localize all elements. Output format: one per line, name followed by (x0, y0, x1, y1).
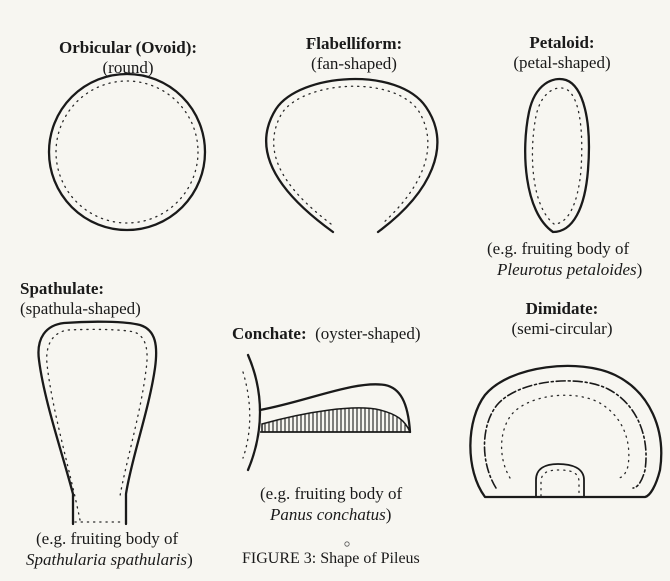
spathulate-title: Spathulate: (20, 279, 104, 299)
petaloid-subtitle: (petal-shaped) (513, 53, 610, 73)
conchate-example-close: ) (386, 505, 392, 524)
petaloid-title: Petaloid: (529, 33, 594, 53)
orbicular-title: Orbicular (Ovoid): (59, 38, 197, 58)
conchate-species: Panus conchatus (270, 505, 386, 524)
conchate-example: (e.g. fruiting body of (260, 484, 402, 504)
petaloid-shape (525, 79, 589, 232)
spathulate-shape (38, 322, 156, 524)
flabelliform-shape (266, 79, 437, 232)
figure-caption: FIGURE 3: Shape of Pileus (242, 549, 420, 569)
spathulate-species-line: Spathularia spathularis) (26, 550, 193, 570)
spathulate-subtitle: (spathula-shaped) (20, 299, 141, 319)
petaloid-example-close: ) (637, 260, 643, 279)
conchate-species-line: Panus conchatus) (270, 505, 391, 525)
printer-mark (345, 542, 349, 546)
spathulate-example-close: ) (187, 550, 193, 569)
spathulate-example-prefix: (e.g. fruiting body of (36, 529, 178, 548)
orbicular-subtitle: (round) (103, 58, 154, 78)
flabelliform-title: Flabelliform: (306, 34, 402, 54)
conchate-title: Conchate: (232, 324, 307, 343)
conchate-shape (243, 355, 410, 470)
petaloid-species-line: Pleurotus petaloides) (497, 260, 642, 280)
conchate-subtitle: (oyster-shaped) (315, 324, 420, 343)
petaloid-species: Pleurotus petaloides (497, 260, 637, 279)
dimidiate-title: Dimidate: (526, 299, 599, 319)
conchate-example-prefix: (e.g. fruiting body of (260, 484, 402, 503)
petaloid-example: (e.g. fruiting body of (487, 239, 629, 259)
dimidiate-subtitle: (semi-circular) (512, 319, 613, 339)
orbicular-shape (49, 74, 205, 230)
petaloid-example-prefix: (e.g. fruiting body of (487, 239, 629, 258)
flabelliform-subtitle: (fan-shaped) (311, 54, 397, 74)
dimidiate-shape (470, 366, 661, 497)
spathulate-example: (e.g. fruiting body of (36, 529, 178, 549)
conchate-label: Conchate: (oyster-shaped) (232, 324, 421, 344)
spathulate-species: Spathularia spathularis (26, 550, 187, 569)
